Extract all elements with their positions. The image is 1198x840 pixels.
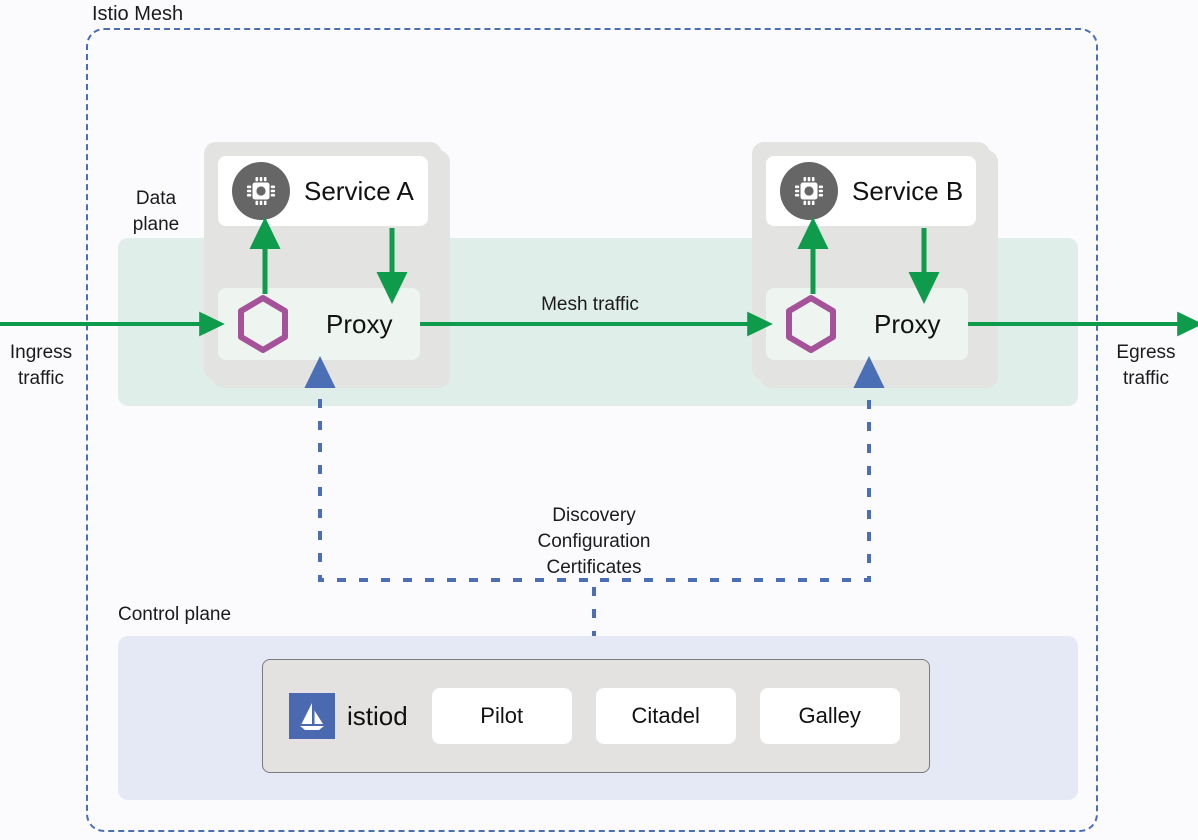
service-a-box[interactable]: Service A [218,156,428,226]
data-plane-label: Data plane [132,188,180,235]
component-galley[interactable]: Galley [759,688,900,744]
istio-mesh-title: Istio Mesh [86,2,190,26]
hexagon-icon [784,294,838,354]
istiod-container: istiod Pilot Citadel Galley [262,659,930,773]
config-channel-label: Discovery Configuration Certificates [537,505,651,578]
cpu-chip-icon [780,162,838,220]
proxy-a-box[interactable]: Proxy [218,288,420,360]
istiod-label: istiod [347,700,408,731]
component-pilot[interactable]: Pilot [431,688,572,744]
mesh-traffic-label: Mesh traffic [541,294,639,315]
proxy-a-label: Proxy [326,308,393,339]
ingress-traffic-label: Ingress traffic [9,342,73,389]
proxy-b-label: Proxy [874,308,941,339]
cpu-chip-icon [232,162,290,220]
proxy-b-box[interactable]: Proxy [766,288,968,360]
service-b-label: Service B [852,175,964,206]
hexagon-icon [236,294,290,354]
service-b-box[interactable]: Service B [766,156,976,226]
istio-mesh-boundary [86,28,1098,832]
control-plane-label: Control plane [118,604,232,625]
component-citadel[interactable]: Citadel [595,688,736,744]
istio-sailboat-icon [289,693,335,739]
egress-traffic-label: Egress traffic [1116,342,1176,389]
service-a-label: Service A [304,175,414,206]
